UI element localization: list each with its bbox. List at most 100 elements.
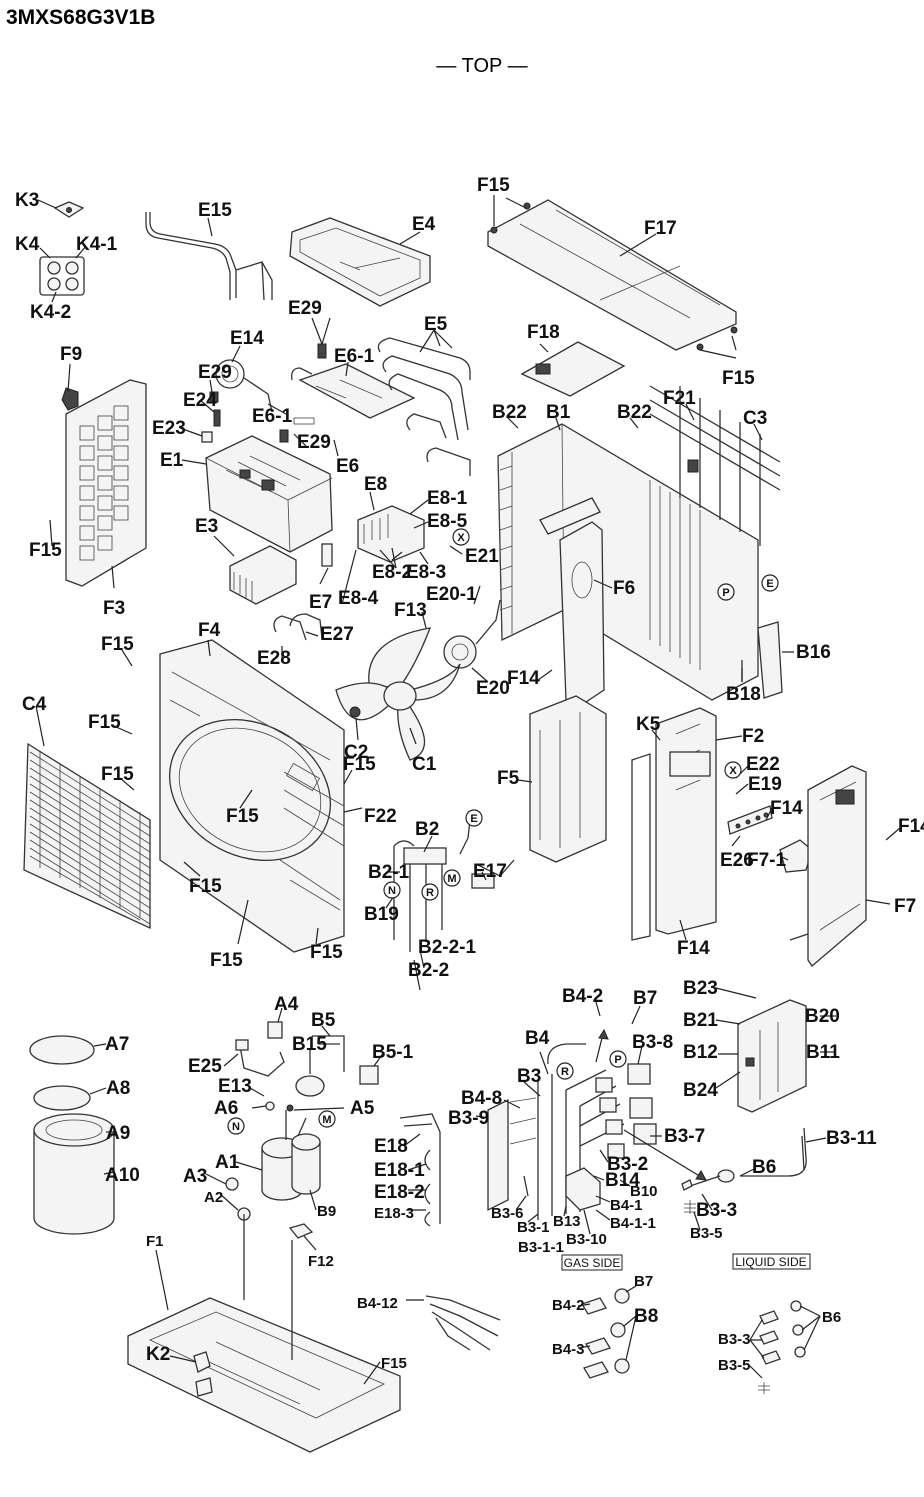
part-label-f15: F15 (722, 368, 755, 389)
part-label-f1: F1 (146, 1233, 164, 1250)
liquid-side-box (732, 1253, 811, 1270)
part-label-e6: E6 (336, 456, 359, 477)
part-label-f9: F9 (60, 344, 82, 365)
part-label-b4-2: B4-2 (552, 1297, 585, 1314)
part-label-b5-1: B5-1 (372, 1042, 414, 1063)
part-label-b6: B6 (822, 1309, 841, 1326)
part-label-e18-3: E18-3 (374, 1205, 414, 1222)
circled-marker-p: P (609, 1050, 627, 1068)
part-label-f6: F6 (613, 578, 635, 599)
part-label-f15: F15 (226, 806, 259, 827)
part-label-f14: F14 (677, 938, 710, 959)
part-label-e19: E19 (748, 774, 782, 795)
svg-text:M: M (447, 873, 456, 885)
part-label-e4: E4 (412, 214, 436, 235)
part-label-e27: E27 (320, 624, 354, 645)
part-label-k4: K4 (15, 234, 40, 255)
part-label-e8-3: E8-3 (406, 562, 446, 583)
part-label-k2: K2 (146, 1344, 170, 1365)
part-label-f15: F15 (381, 1355, 407, 1372)
leader-lines (35, 195, 901, 1385)
part-label-e6-1: E6-1 (252, 406, 293, 427)
part-illustrations (23, 199, 867, 1453)
part-label-e20: E20 (476, 678, 510, 699)
part-label-f4: F4 (198, 620, 221, 641)
part-label-f18: F18 (527, 322, 560, 343)
part-label-b4: B4 (525, 1028, 550, 1049)
part-label-e18: E18 (374, 1136, 408, 1157)
svg-text:M: M (322, 1114, 331, 1126)
part-label-f3: F3 (103, 598, 125, 619)
part-label-e8-5: E8-5 (427, 511, 468, 532)
circled-marker-x: X (452, 528, 470, 546)
part-label-b23: B23 (683, 978, 718, 999)
model-title: 3MXS68G3V1B (6, 6, 155, 29)
part-label-e23: E23 (152, 418, 186, 439)
part-label-f2: F2 (742, 726, 764, 747)
part-label-b3-7: B3-7 (664, 1126, 705, 1147)
part-label-c4: C4 (22, 694, 47, 715)
part-label-b3-10: B3-10 (566, 1231, 607, 1248)
circled-marker-r: R (556, 1062, 574, 1080)
part-label-f7-1: F7-1 (747, 850, 787, 871)
liquid-side-label: LIQUID SIDE (735, 1255, 806, 1269)
part-label-f15: F15 (477, 175, 510, 196)
svg-text:N: N (232, 1121, 240, 1133)
part-label-b2: B2 (415, 819, 439, 840)
part-label-b3-8: B3-8 (632, 1032, 673, 1053)
part-label-f14: F14 (898, 816, 924, 837)
part-label-e22: E22 (746, 754, 780, 775)
part-label-b19: B19 (364, 904, 399, 925)
part-label-b3-3: B3-3 (718, 1331, 751, 1348)
part-label-b3-5: B3-5 (718, 1357, 751, 1374)
part-label-e5: E5 (424, 314, 448, 335)
svg-text:X: X (729, 765, 737, 777)
part-label-b3-1-1: B3-1-1 (518, 1239, 564, 1256)
part-label-b3-3: B3-3 (696, 1200, 737, 1221)
part-label-b11: B11 (806, 1042, 840, 1063)
circled-marker-p: P (717, 583, 735, 601)
part-label-b12: B12 (683, 1042, 718, 1063)
part-label-k4-1: K4-1 (76, 234, 118, 255)
circled-markers: X E P X E N M R P R N M (227, 528, 779, 1135)
part-label-a2: A2 (204, 1189, 223, 1206)
part-label-b2-1: B2-1 (368, 862, 410, 883)
circled-marker-m: M (318, 1110, 336, 1128)
side-label-boxes: GAS SIDE LIQUID SIDE (561, 1253, 811, 1271)
part-label-e29: E29 (288, 298, 322, 319)
gas-side-box (561, 1254, 623, 1271)
part-label-f14: F14 (770, 798, 803, 819)
part-label-f7: F7 (894, 896, 916, 917)
part-label-b20: B20 (805, 1006, 840, 1027)
svg-text:E: E (470, 813, 477, 825)
part-label-a7: A7 (105, 1034, 129, 1055)
part-label-b22: B22 (492, 402, 527, 423)
part-label-b3-5: B3-5 (690, 1225, 723, 1242)
part-label-b24: B24 (683, 1080, 718, 1101)
svg-text:R: R (426, 887, 434, 899)
svg-text:P: P (614, 1054, 621, 1066)
part-label-f15: F15 (88, 712, 121, 733)
part-label-b22: B22 (617, 402, 652, 423)
part-label-b13: B13 (553, 1213, 581, 1230)
part-label-b7: B7 (634, 1273, 653, 1290)
part-label-f14: F14 (507, 668, 540, 689)
part-label-f12: F12 (308, 1253, 334, 1270)
part-label-c1: C1 (412, 754, 437, 775)
part-label-b8: B8 (634, 1306, 658, 1327)
part-label-c3: C3 (743, 408, 767, 429)
part-label-e7: E7 (309, 592, 332, 613)
part-label-b2-2: B2-2 (408, 960, 449, 981)
circled-marker-e: E (761, 574, 779, 592)
circled-marker-e: E (465, 809, 483, 827)
part-label-a8: A8 (106, 1078, 130, 1099)
circled-marker-n: N (227, 1117, 245, 1135)
svg-text:P: P (722, 587, 729, 599)
part-label-f15: F15 (101, 764, 134, 785)
part-label-b5: B5 (311, 1010, 336, 1031)
part-label-e21: E21 (465, 546, 499, 567)
part-label-a3: A3 (183, 1166, 207, 1187)
svg-text:N: N (388, 885, 396, 897)
part-label-e26: E26 (720, 850, 754, 871)
part-label-b3-9: B3-9 (448, 1108, 489, 1129)
